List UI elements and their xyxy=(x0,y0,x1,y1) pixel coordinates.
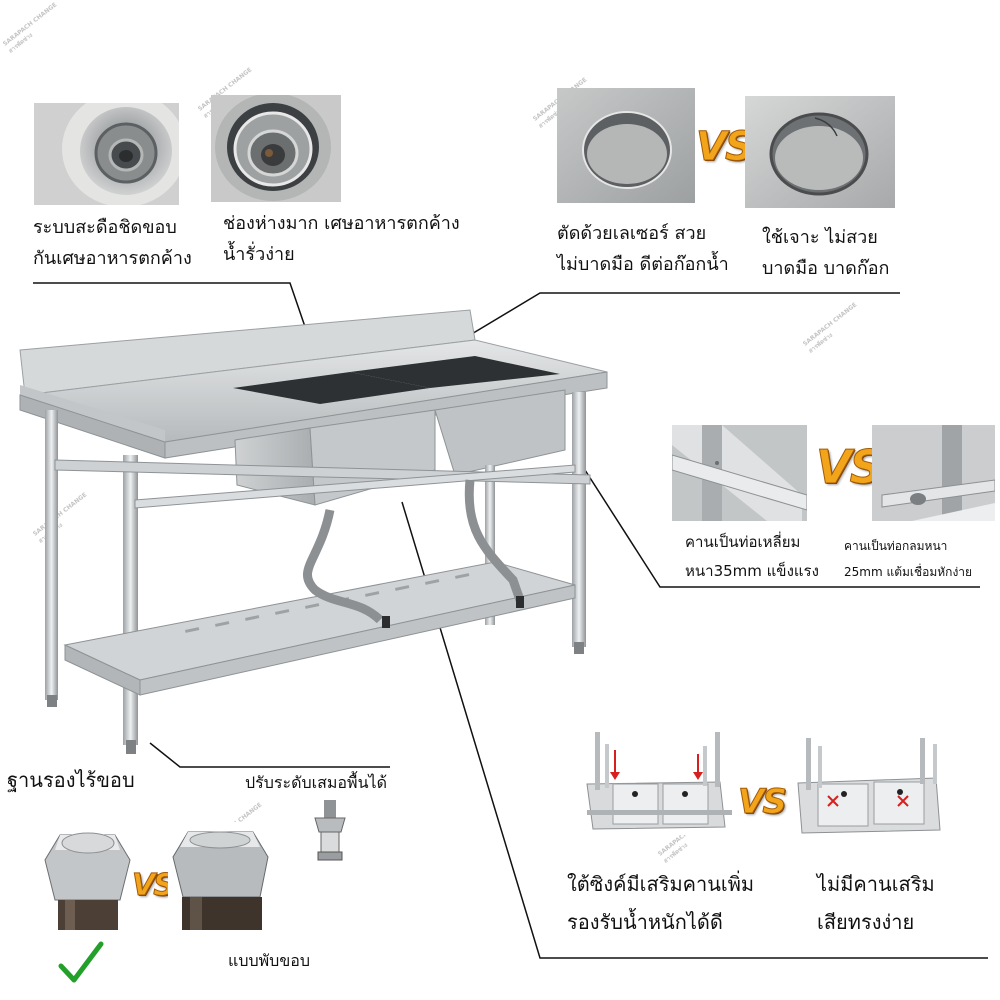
no-beam-caption: ไม่มีคานเสริมเสียทรงง่าย xyxy=(817,872,935,934)
folded-foot-photo xyxy=(168,822,278,930)
vs-badge: VS xyxy=(696,124,755,171)
drain-tight-caption: ระบบสะดือชิดขอบกันเศษอาหารตกค้าง xyxy=(33,217,192,269)
square-tube-caption: คานเป็นท่อเหลี่ยมหนา35mm แข็งแรง xyxy=(685,533,819,580)
laser-cut-caption: ตัดด้วยเลเซอร์ สวยไม่บาดมือ ดีต่อก๊อกน้ำ xyxy=(557,223,729,275)
round-tube-photo xyxy=(872,425,995,521)
vs-badge: VS xyxy=(738,782,788,823)
base-caption: ฐานรองไร้ขอบ xyxy=(7,768,135,792)
double-sink-table xyxy=(19,309,608,754)
check-icon xyxy=(58,941,104,983)
adjust-caption: ปรับระดับเสมอพื้นได้ xyxy=(245,773,387,792)
adjustable-foot-photo xyxy=(307,800,352,862)
folded-edge-caption: แบบพับขอบ xyxy=(228,951,311,970)
extra-beam-photo xyxy=(575,732,745,835)
flat-foot-photo xyxy=(40,815,135,930)
drain-gap-photo xyxy=(211,95,341,202)
drilled-hole-photo xyxy=(745,96,895,208)
extra-beam-caption: ใต้ซิงค์มีเสริมคานเพิ่มรองรับน้ำหนักได้ด… xyxy=(567,872,755,934)
vs-badge: VS xyxy=(816,440,884,495)
square-tube-photo xyxy=(672,425,807,521)
no-beam-photo xyxy=(788,738,948,836)
drain-tight-photo xyxy=(34,103,179,205)
drilled-caption: ใช้เจาะ ไม่สวยบาดมือ บาดก๊อก xyxy=(762,227,890,279)
laser-cut-hole-photo xyxy=(557,88,695,203)
drain-gap-caption: ช่องห่างมาก เศษอาหารตกค้างน้ำรั่วง่าย xyxy=(223,213,460,265)
vs-badge: VS xyxy=(132,868,176,904)
